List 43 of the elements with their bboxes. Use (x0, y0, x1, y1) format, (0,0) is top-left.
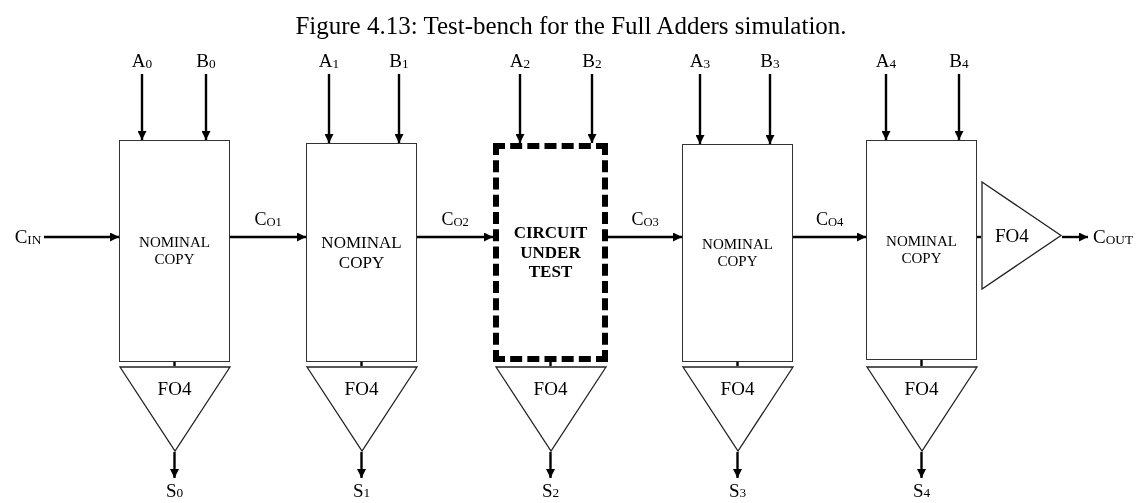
arrow (546, 452, 555, 478)
adder-block (306, 143, 417, 362)
arrow (515, 74, 525, 143)
connector-line (173, 362, 176, 366)
block-label: CIRCUIT UNDER TEST (512, 223, 589, 282)
arrow (954, 74, 964, 140)
connector-line (920, 360, 923, 366)
arrow (201, 74, 211, 140)
arrow (44, 232, 119, 242)
arrow (357, 452, 366, 478)
connector-line (549, 362, 552, 366)
block-label: NOMINAL COPY (885, 232, 958, 268)
buffer-label: FO4 (344, 378, 379, 400)
arrow (170, 452, 179, 478)
buffer-label: FO4 (904, 378, 939, 400)
arrow (1062, 232, 1088, 242)
adder-block (119, 140, 230, 362)
block-label: NOMINAL COPY (320, 232, 403, 273)
arrow (230, 232, 306, 242)
arrow (608, 232, 682, 242)
arrow (733, 452, 742, 478)
arrow (324, 74, 334, 143)
adder-block (866, 140, 977, 360)
connector-line (360, 362, 363, 366)
buffer-label: FO4 (157, 378, 192, 400)
buffer-label: FO4 (720, 378, 755, 400)
arrow (765, 74, 775, 144)
connector-line (736, 362, 739, 366)
arrow (394, 74, 404, 143)
arrow (137, 74, 147, 140)
arrow (881, 74, 891, 140)
arrow (793, 232, 866, 242)
dashed-block (493, 143, 608, 362)
adder-block (682, 144, 793, 362)
arrow (917, 452, 926, 478)
arrow (417, 232, 493, 242)
block-label: NOMINAL COPY (701, 235, 774, 271)
block-label: NOMINAL COPY (138, 233, 211, 269)
buffer-label: FO4 (995, 224, 1029, 247)
arrow (587, 74, 597, 143)
buffer-label: FO4 (533, 378, 568, 400)
arrow (695, 74, 705, 144)
figure-title: Figure 4.13: Test-bench for the Full Adders simulation. (294, 12, 848, 40)
